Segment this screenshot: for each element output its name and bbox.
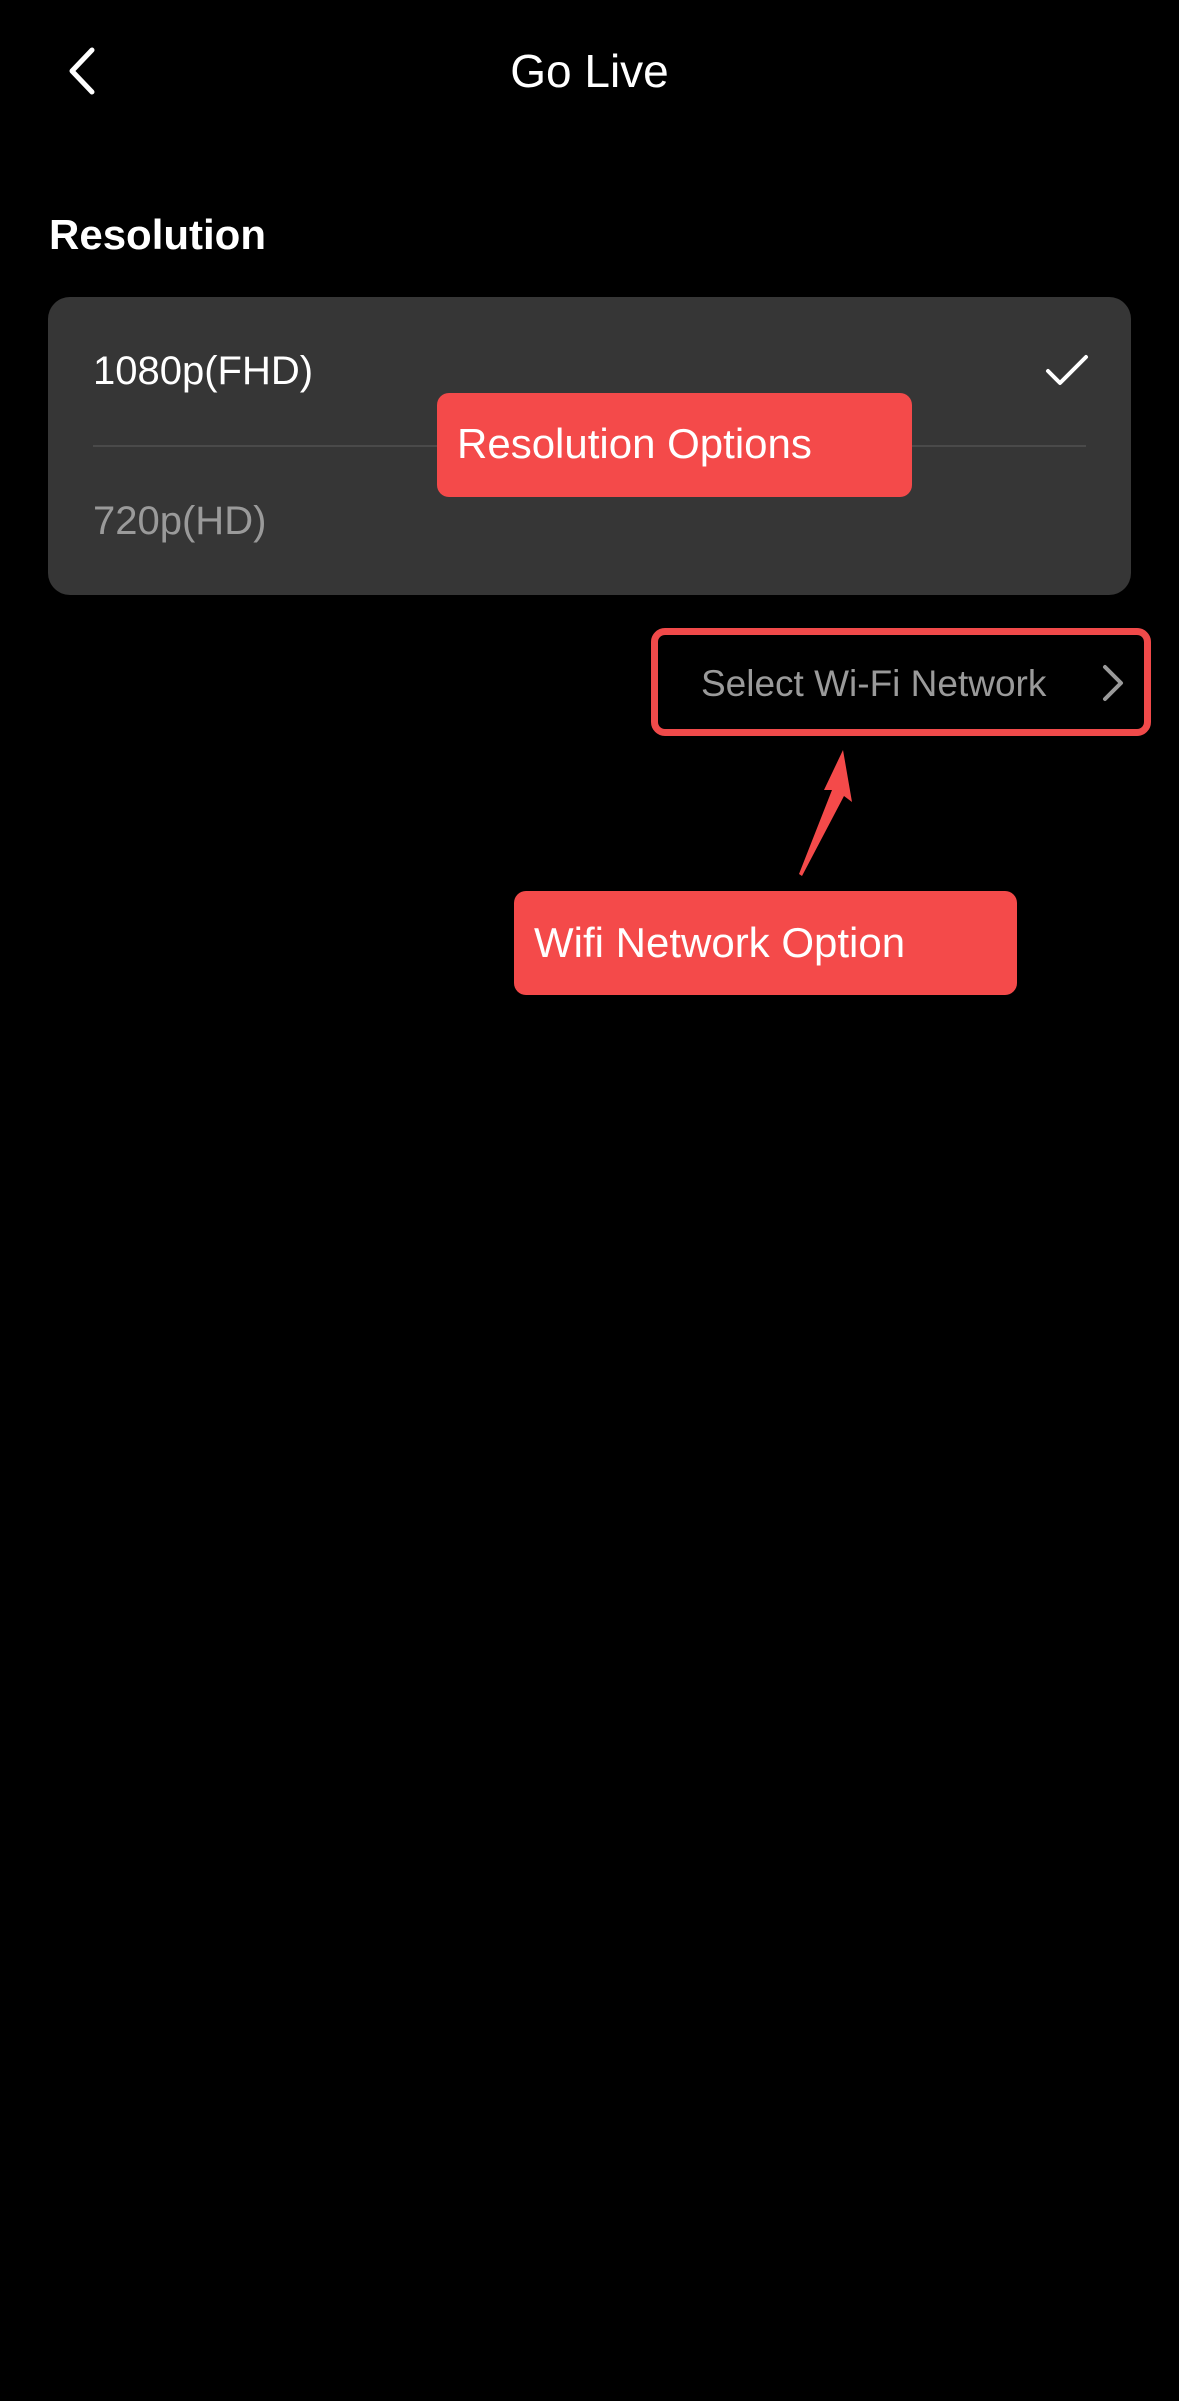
resolution-option-720p[interactable]: 720p(HD) xyxy=(48,447,1131,595)
chevron-left-icon xyxy=(69,47,95,95)
wifi-network-callout: Wifi Network Option xyxy=(514,891,1017,995)
wifi-network-label: Select Wi-Fi Network xyxy=(701,663,1047,704)
resolution-option-label: 1080p(FHD) xyxy=(93,349,314,393)
select-wifi-network-button[interactable]: Select Wi-Fi Network xyxy=(651,628,1151,736)
checkmark-icon xyxy=(1040,347,1094,395)
page-title: Go Live xyxy=(510,45,669,97)
resolution-section-label: Resolution xyxy=(49,211,266,258)
back-button[interactable] xyxy=(52,36,116,106)
resolution-option-label: 720p(HD) xyxy=(93,499,267,543)
chevron-right-icon xyxy=(1095,657,1129,709)
header-bar: Go Live xyxy=(0,0,1179,140)
annotation-arrow xyxy=(780,742,860,882)
resolution-option-1080p[interactable]: 1080p(FHD) xyxy=(48,297,1131,445)
resolution-options-callout: Resolution Options xyxy=(437,393,912,497)
